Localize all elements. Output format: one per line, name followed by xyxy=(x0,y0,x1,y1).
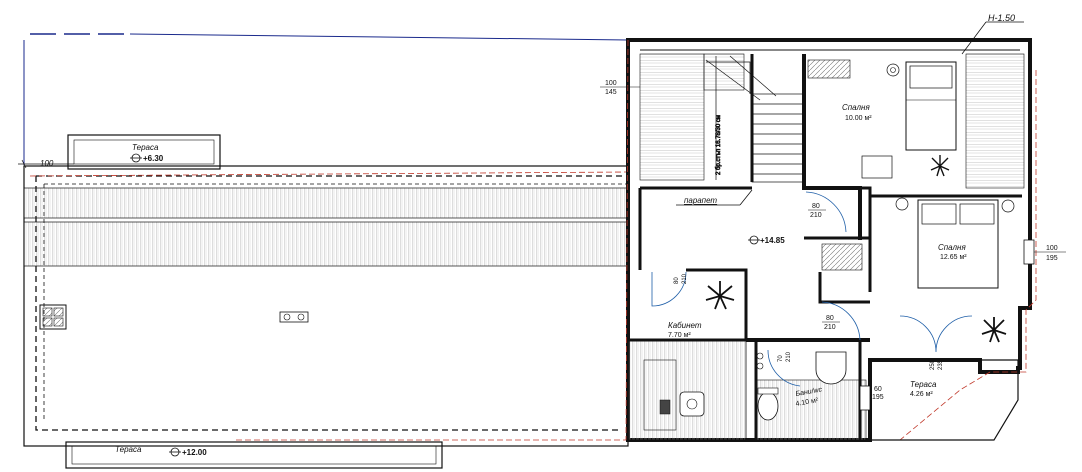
bedroom-2-area: 12.65 м² xyxy=(940,254,967,261)
bedroom-2-name: Спалня xyxy=(938,243,966,252)
nightstand-lamp-icon xyxy=(895,197,909,211)
terrace-bottom-name: Тераса xyxy=(115,445,142,454)
door-lower-width: 80 xyxy=(826,315,834,322)
window-right-width: 100 xyxy=(1046,245,1058,252)
bedroom-1-name: Спалня xyxy=(842,103,870,112)
plant-icon xyxy=(930,155,950,177)
door-upper-height: 210 xyxy=(810,212,822,219)
parapet-label: парапет xyxy=(684,196,717,205)
plant-icon xyxy=(705,281,735,310)
terrace-right: Тераса 4.26 м² xyxy=(870,317,1019,441)
terrace-top-level: +6.30 xyxy=(143,154,164,163)
vent-icon xyxy=(279,311,309,323)
terrace-top: Тераса +6.30 xyxy=(67,134,221,170)
dimension-left: 100 xyxy=(18,159,74,169)
door-wc-height: 210 xyxy=(786,351,792,362)
door-office-width: 80 xyxy=(674,277,680,284)
wardrobe xyxy=(807,59,851,79)
computer-icon xyxy=(659,399,671,415)
room-bedroom-1: Спалня 10.00 м² xyxy=(807,59,957,179)
roof-area xyxy=(23,165,629,447)
terrace-bottom: Тераса +12.00 xyxy=(65,441,443,469)
room-bedroom-2: Спалня 12.65 м² xyxy=(821,197,1015,289)
room-bathroom: Бани/wc 4.10 м² 60 195 xyxy=(756,351,884,421)
door-terrace-height: 235 xyxy=(938,359,944,370)
door-lower-height: 210 xyxy=(824,324,836,331)
door-terrace-width: 250 xyxy=(930,359,936,370)
corridor: парапет +14.85 xyxy=(676,189,785,245)
stair-note: 2 бр.стъп 16.78/30 см xyxy=(716,115,722,175)
sink-icon xyxy=(815,351,847,385)
wardrobe xyxy=(821,243,863,271)
door-office-height: 210 xyxy=(682,273,688,284)
door-upper-width: 80 xyxy=(812,203,820,210)
office-name: Кабинет xyxy=(668,321,702,330)
skylight-icon xyxy=(39,304,67,330)
desk xyxy=(643,359,677,431)
door-labels: 80 210 80 210 80 210 70 210 250 235 xyxy=(674,203,944,370)
nightstand-lamp-icon xyxy=(1001,199,1015,213)
window-dim-right: 100 195 xyxy=(1023,239,1066,265)
office-area: 7.70 м² xyxy=(668,332,691,339)
room-office: Кабинет 7.70 м² xyxy=(643,281,735,431)
window-dim-top-left: 100 145 xyxy=(600,80,640,96)
terrace-right-area: 4.26 м² xyxy=(910,391,933,398)
office-chair-icon xyxy=(679,391,705,417)
window-bath-width: 60 xyxy=(874,386,882,393)
bedroom-1-area: 10.00 м² xyxy=(845,115,872,122)
bathroom-area: 4.10 м² xyxy=(795,397,819,408)
toilet-icon xyxy=(757,391,779,421)
dimension-left-value: 100 xyxy=(40,159,54,168)
height-marker: H-1.50 xyxy=(961,13,1024,55)
floor-level: +14.85 xyxy=(760,236,785,245)
window-bath-height: 195 xyxy=(872,394,884,401)
terrace-right-name: Тераса xyxy=(910,380,937,389)
chair-icon xyxy=(861,155,893,179)
window-top-left-width: 100 xyxy=(605,80,617,87)
window-right-height: 195 xyxy=(1046,255,1058,262)
terrace-top-name: Тераса xyxy=(132,143,159,152)
window-top-left-height: 145 xyxy=(605,89,617,96)
plot-boundary xyxy=(23,33,629,165)
terrace-bottom-level: +12.00 xyxy=(182,448,207,457)
staircase: 2 бр.стъп 16.78/30 см xyxy=(705,55,805,183)
plant-icon xyxy=(981,317,1007,343)
nightstand-lamp-icon xyxy=(886,63,900,77)
door-wc-width: 70 xyxy=(778,355,784,362)
doors xyxy=(651,191,973,387)
bathroom-name: Бани/wc xyxy=(795,386,823,398)
height-marker-text: H-1.50 xyxy=(988,13,1015,23)
